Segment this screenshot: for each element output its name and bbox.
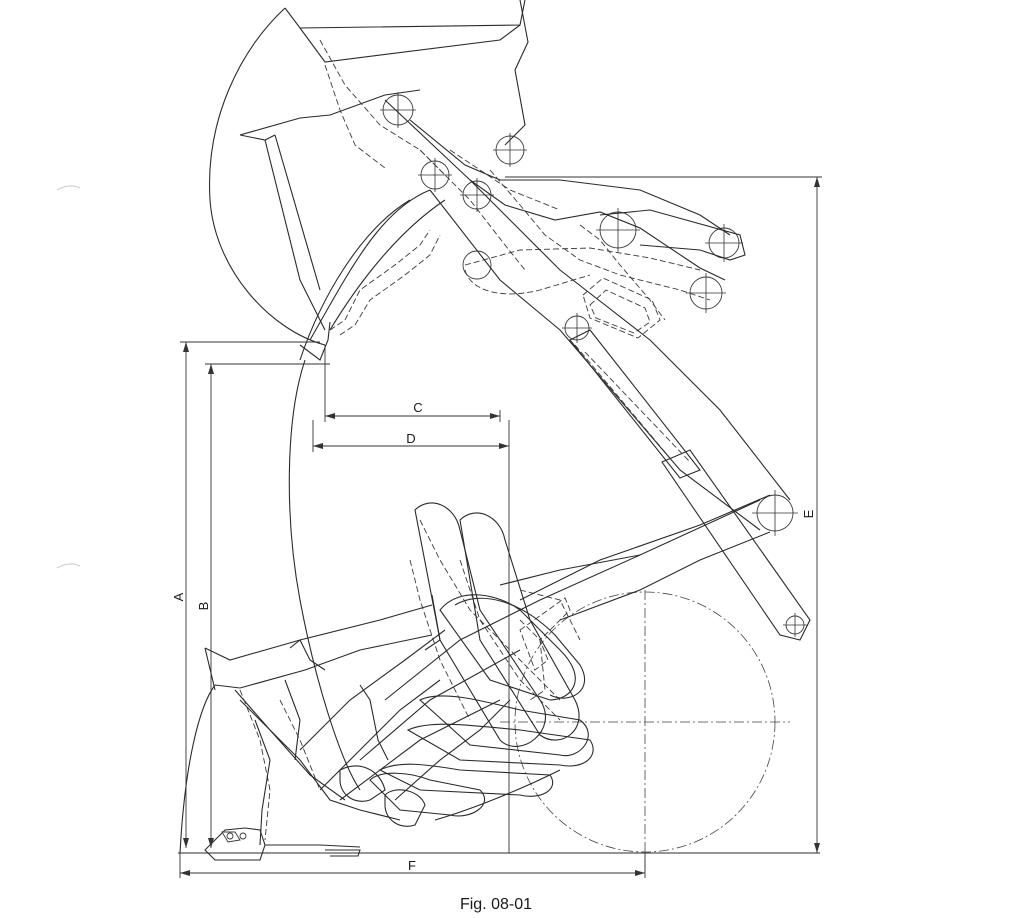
dimension-c: C [324,345,501,422]
bucket-lowered [179,594,441,861]
dimension-a: A [171,341,320,848]
figure-caption: Fig. 08-01 [460,896,532,913]
lift-arm-raised [299,179,811,641]
trajectory-curve-upper [329,199,446,331]
bucket-raised [208,0,529,361]
front-wheel [500,590,790,870]
dimension-label-d: D [406,431,415,446]
dimension-d: D [312,420,510,853]
linkage-lowered [299,502,641,827]
dimension-label-c: C [413,400,422,415]
dimension-label-f: F [408,858,416,873]
dimension-label-b: B [196,602,211,611]
dimension-label-e: E [801,509,816,518]
punch-mark-bottom [56,563,81,569]
dimension-f: F [179,853,646,878]
dimension-label-a: A [171,592,186,601]
dimension-e: E [505,176,822,853]
trajectory-curve [288,359,361,791]
main-pivot [499,490,798,621]
linkage-raised [380,92,746,343]
dimension-b: B [196,363,330,848]
punch-mark-top [56,185,81,191]
